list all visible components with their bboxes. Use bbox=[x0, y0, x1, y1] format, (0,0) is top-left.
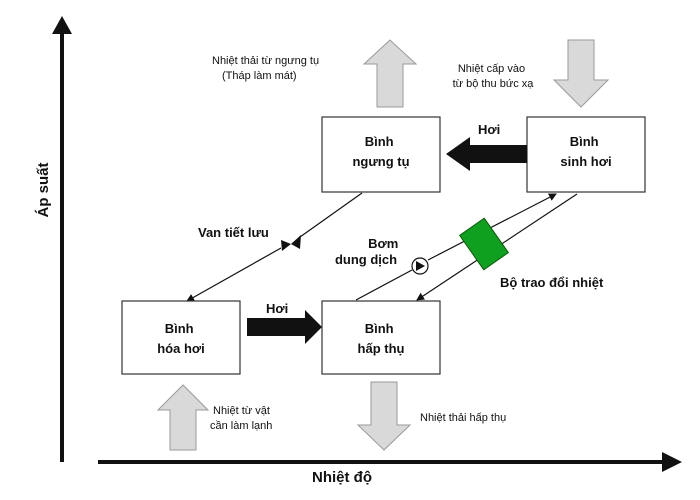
svg-text:Bình ngưng tụ: Bình ngưng tụ bbox=[352, 134, 409, 169]
svg-text:Bình hóa hơi: Bình hóa hơi bbox=[157, 321, 205, 356]
x-axis bbox=[98, 452, 682, 472]
x-axis-label: Nhiệt độ bbox=[312, 469, 372, 486]
svg-text:Bình sinh hơi: Bình sinh hơi bbox=[560, 134, 611, 169]
condenser-heat-label: Nhiệt thải từ ngưng tụ (Tháp làm mát) bbox=[212, 55, 322, 82]
condenser-heat-out-arrow bbox=[362, 39, 418, 108]
absorber-heat-out-arrow bbox=[356, 381, 412, 451]
generator-heat-in-arrow bbox=[552, 39, 610, 108]
svg-text:Bình hấp thụ: Bình hấp thụ bbox=[358, 321, 405, 356]
pump-icon bbox=[411, 257, 429, 275]
absorber-heat-label: Nhiệt thải hấp thụ bbox=[420, 412, 506, 424]
evaporator-heat-label: Nhiệt từ vật cần làm lạnh bbox=[210, 405, 273, 432]
pump-label: Bơm dung dịch bbox=[335, 236, 402, 267]
evaporator-box: Bình hóa hơi bbox=[121, 300, 241, 375]
generator-heat-label: Nhiệt cấp vào từ bộ thu bức xạ bbox=[453, 63, 535, 90]
expansion-valve-icon bbox=[281, 235, 301, 251]
valve-to-evaporator-line bbox=[186, 247, 282, 302]
vapor-arrow-generator-to-condenser bbox=[446, 137, 527, 171]
pump-to-generator-line bbox=[427, 193, 557, 261]
heat-exchanger-label: Bộ trao đổi nhiệt bbox=[500, 275, 604, 290]
generator-box: Bình sinh hơi bbox=[526, 116, 646, 193]
y-axis bbox=[52, 16, 72, 462]
absorber-box: Bình hấp thụ bbox=[321, 300, 441, 375]
y-axis-label: Áp suất bbox=[35, 162, 52, 217]
evaporator-heat-in-arrow bbox=[156, 384, 210, 451]
heat-exchanger-block bbox=[458, 217, 510, 271]
absorber-to-pump-line bbox=[355, 269, 413, 301]
condenser-to-valve-line bbox=[299, 192, 363, 238]
valve-label: Van tiết lưu bbox=[198, 225, 269, 240]
vapor-label-bottom: Hơi bbox=[266, 301, 288, 316]
vapor-label-top: Hơi bbox=[478, 122, 500, 137]
vapor-arrow-evaporator-to-absorber bbox=[247, 310, 322, 344]
condenser-box: Bình ngưng tụ bbox=[321, 116, 441, 193]
